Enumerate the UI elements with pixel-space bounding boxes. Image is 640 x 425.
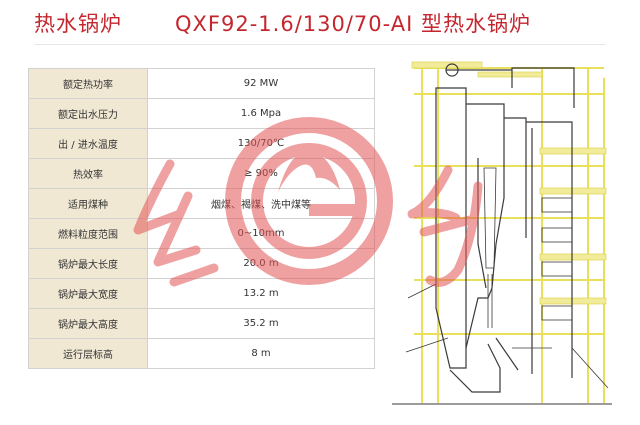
spec-label: 锅炉最大长度 <box>28 248 148 279</box>
table-row: 热效率 ≥ 90% <box>28 158 375 189</box>
table-row: 锅炉最大高度 35.2 m <box>28 308 375 339</box>
spec-value: 92 MW <box>147 68 375 99</box>
spec-value: 130/70℃ <box>147 128 375 159</box>
spec-value: 1.6 Mpa <box>147 98 375 129</box>
table-row: 锅炉最大宽度 13.2 m <box>28 278 375 309</box>
spec-table: 额定热功率 92 MW 额定出水压力 1.6 Mpa 出 / 进水温度 130/… <box>28 68 375 369</box>
table-row: 出 / 进水温度 130/70℃ <box>28 128 375 159</box>
spec-label: 适用煤种 <box>28 188 148 219</box>
page-title: 热水锅炉 <box>34 12 122 36</box>
spec-label: 额定出水压力 <box>28 98 148 129</box>
spec-value: 0~10mm <box>147 218 375 249</box>
spec-label: 出 / 进水温度 <box>28 128 148 159</box>
spec-label: 燃料粒度范围 <box>28 218 148 249</box>
spec-value: 13.2 m <box>147 278 375 309</box>
spec-value: 35.2 m <box>147 308 375 339</box>
title-divider <box>34 44 606 45</box>
spec-value: ≥ 90% <box>147 158 375 189</box>
spec-value: 8 m <box>147 338 375 369</box>
title-bar: 热水锅炉 QXF92-1.6/130/70-AⅠ 型热水锅炉 <box>0 0 640 45</box>
table-row: 额定出水压力 1.6 Mpa <box>28 98 375 129</box>
spec-label: 锅炉最大高度 <box>28 308 148 339</box>
spec-label: 锅炉最大宽度 <box>28 278 148 309</box>
model-title: QXF92-1.6/130/70-AⅠ 型热水锅炉 <box>175 12 531 36</box>
spec-value: 20.0 m <box>147 248 375 279</box>
spec-value: 烟煤、褐煤、洗中煤等 <box>147 188 375 219</box>
table-row: 运行层标高 8 m <box>28 338 375 369</box>
table-row: 额定热功率 92 MW <box>28 68 375 99</box>
spec-label: 额定热功率 <box>28 68 148 99</box>
table-row: 燃料粒度范围 0~10mm <box>28 218 375 249</box>
table-row: 锅炉最大长度 20.0 m <box>28 248 375 279</box>
table-row: 适用煤种 烟煤、褐煤、洗中煤等 <box>28 188 375 219</box>
spec-label: 运行层标高 <box>28 338 148 369</box>
spec-label: 热效率 <box>28 158 148 189</box>
boiler-drawing <box>392 61 612 405</box>
